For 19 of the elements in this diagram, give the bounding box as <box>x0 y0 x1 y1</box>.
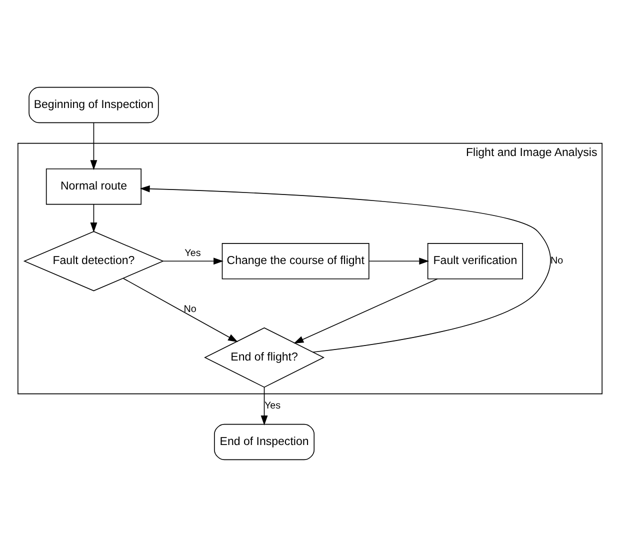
arrow <box>294 278 438 344</box>
node-box: Change the course of flight <box>222 243 370 280</box>
node-diamond: Fault detection? <box>23 231 164 292</box>
arrow <box>368 258 430 265</box>
node-box: End of Inspection <box>214 424 315 460</box>
edge-label: No <box>550 256 564 267</box>
arrow <box>90 204 98 232</box>
node-box: Beginning of Inspection <box>28 86 159 124</box>
node-diamond: End of flight? <box>204 327 325 388</box>
arrow <box>90 122 98 170</box>
edge-label: Yes <box>264 400 281 412</box>
edge-label: Yes <box>184 248 201 259</box>
node-box: Fault verification <box>427 243 523 280</box>
arrow <box>260 386 268 426</box>
arrow <box>162 258 224 265</box>
arrow <box>123 278 238 342</box>
node-box: Normal route <box>46 168 142 205</box>
arrow <box>140 185 551 353</box>
edge-label: No <box>184 304 196 315</box>
